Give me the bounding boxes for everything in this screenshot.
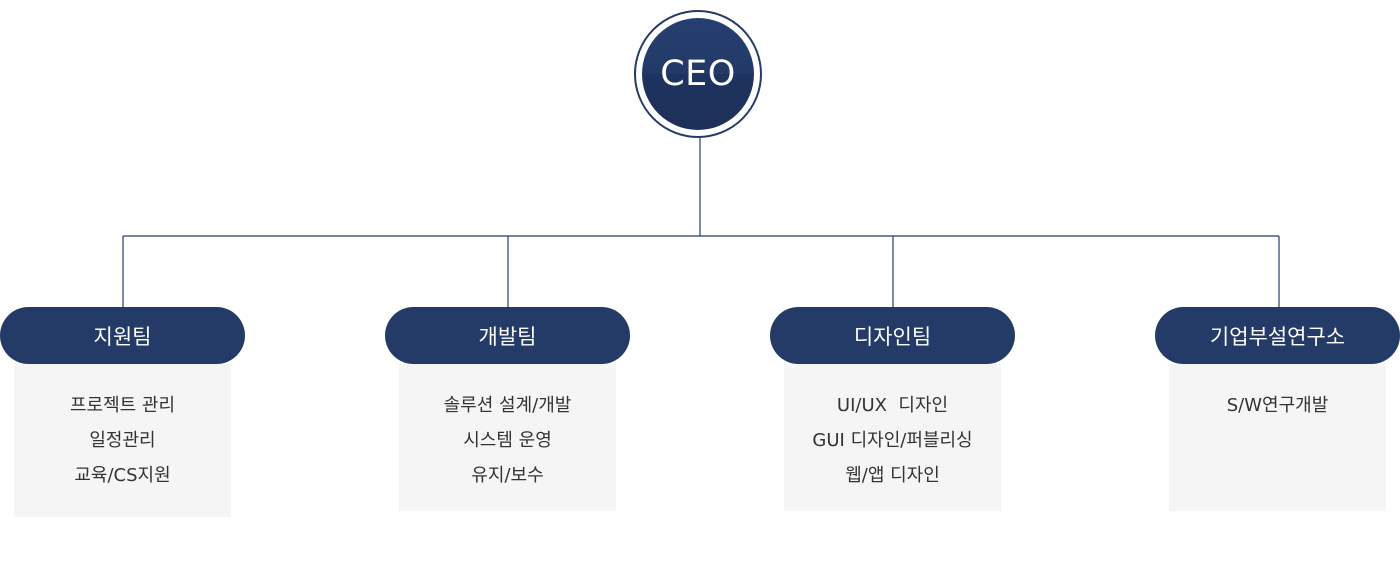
task-item: 프로젝트 관리 (69, 395, 176, 416)
task-item: 웹/앱 디자인 (845, 465, 940, 486)
task-item: 일정관리 (89, 430, 156, 451)
task-item: 솔루션 설계/개발 (443, 395, 572, 416)
department-development: 개발팀 솔루션 설계/개발 시스템 운영 유지/보수 (385, 307, 630, 511)
ceo-circle: CEO (642, 18, 754, 130)
department-support: 지원팀 프로젝트 관리 일정관리 교육/CS지원 (0, 307, 245, 517)
department-name: 지원팀 (93, 324, 152, 349)
department-research: 기업부설연구소 S/W연구개발 (1155, 307, 1400, 511)
department-name: 개발팀 (478, 324, 537, 349)
department-pill: 지원팀 (0, 307, 245, 364)
department-task-box: 솔루션 설계/개발 시스템 운영 유지/보수 (399, 364, 616, 511)
department-task-box: S/W연구개발 (1169, 364, 1386, 511)
task-item: S/W연구개발 (1226, 395, 1329, 416)
department-pill: 개발팀 (385, 307, 630, 364)
department-task-box: 프로젝트 관리 일정관리 교육/CS지원 (14, 364, 231, 517)
department-name: 기업부설연구소 (1209, 324, 1346, 349)
department-pill: 기업부설연구소 (1155, 307, 1400, 364)
department-task-box: UI/UX 디자인 GUI 디자인/퍼블리싱 웹/앱 디자인 (784, 364, 1001, 511)
task-item: 유지/보수 (471, 465, 544, 486)
department-design: 디자인팀 UI/UX 디자인 GUI 디자인/퍼블리싱 웹/앱 디자인 (770, 307, 1015, 511)
ceo-node: CEO (634, 10, 762, 138)
ceo-label: CEO (660, 54, 736, 94)
department-pill: 디자인팀 (770, 307, 1015, 364)
task-item: UI/UX 디자인 (836, 395, 949, 416)
task-item: 교육/CS지원 (74, 465, 171, 486)
task-item: 시스템 운영 (463, 430, 552, 451)
task-item: GUI 디자인/퍼블리싱 (812, 430, 973, 451)
department-name: 디자인팀 (853, 324, 932, 349)
